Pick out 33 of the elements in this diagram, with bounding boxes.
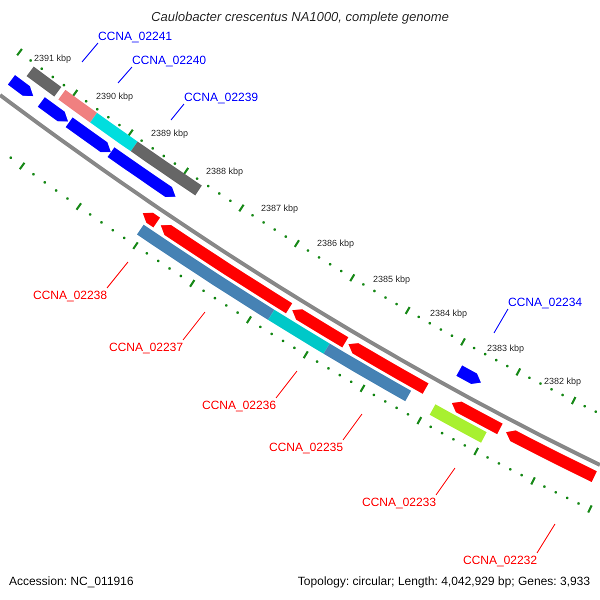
leader-line xyxy=(276,370,298,398)
accession-text: Accession: NC_011916 xyxy=(9,574,134,588)
leader-line xyxy=(106,262,128,288)
position-label: 2388 kbp xyxy=(206,166,244,177)
position-label: 2389 kbp xyxy=(151,128,188,139)
gene-label: CCNA_02241 xyxy=(98,29,172,43)
leader-line xyxy=(436,468,456,496)
leader-line xyxy=(170,104,184,120)
gene-label: CCNA_02235 xyxy=(268,440,343,454)
leader-line xyxy=(118,66,132,84)
position-label: 2385 kbp xyxy=(373,274,410,285)
gene-label: CCNA_02239 xyxy=(184,90,258,104)
leader-line xyxy=(182,312,206,340)
leader-line xyxy=(82,42,98,62)
position-label: 2382 kbp xyxy=(544,376,582,387)
gene-label: CCNA_02236 xyxy=(202,398,276,412)
gene-label: CCNA_02240 xyxy=(132,53,206,67)
title: Caulobacter crescentus NA1000, complete genome xyxy=(151,9,449,25)
position-label: 2390 kbp xyxy=(96,91,134,102)
position-label: 2387 kbp xyxy=(261,203,298,214)
leader-line xyxy=(536,524,556,554)
leader-line xyxy=(342,414,362,440)
gene-label: CCNA_02232 xyxy=(462,553,537,567)
gene-label: CCNA_02238 xyxy=(32,288,107,302)
position-label: 2384 kbp xyxy=(430,308,468,319)
genome-info-text: Topology: circular; Length: 4,042,929 bp; Genes: 3,933 xyxy=(298,574,590,588)
gene-label: CCNA_02233 xyxy=(362,495,436,509)
position-label: 2386 kbp xyxy=(317,238,354,249)
gene-label: CCNA_02234 xyxy=(508,295,582,309)
position-label: 2383 kbp xyxy=(487,343,524,354)
gene-label: CCNA_02237 xyxy=(108,340,183,354)
position-label: 2391 kbp xyxy=(34,53,72,64)
leader-line xyxy=(494,308,508,334)
